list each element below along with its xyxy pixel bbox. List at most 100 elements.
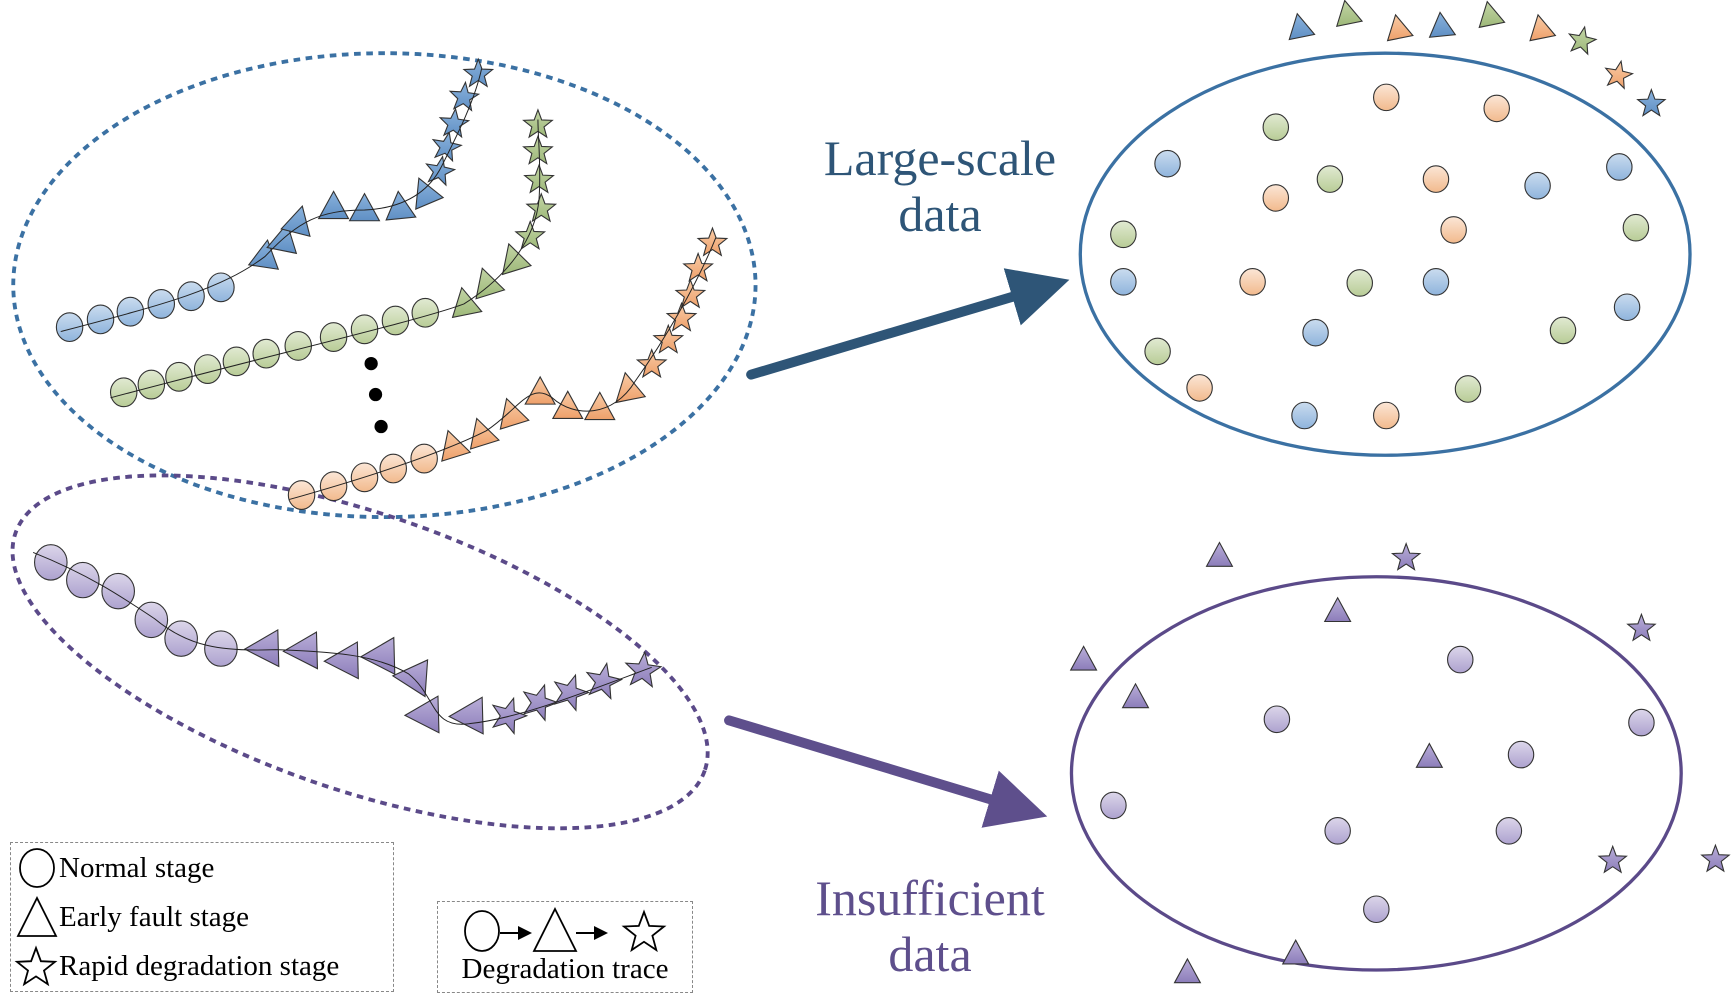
rapid-degradation-marker (674, 278, 707, 309)
early-fault-marker (1415, 742, 1444, 768)
star-icon (14, 945, 58, 987)
rapid-degradation-marker (635, 348, 668, 379)
ellipsis-dots (364, 356, 388, 434)
insufficient-feature-space (1069, 575, 1683, 972)
normal-stage-marker (1110, 220, 1137, 249)
normal-stage-marker (164, 620, 198, 657)
rapid-degradation-marker (425, 155, 457, 187)
normal-stage-marker (1262, 184, 1290, 212)
early-fault-marker (1121, 682, 1150, 709)
normal-stage-marker (1422, 268, 1450, 296)
insufficient-label-line1: Insufficient (815, 870, 1045, 926)
rapid-degradation-marker (448, 80, 481, 112)
arrowhead-icon (518, 926, 532, 940)
trajectory-green (109, 108, 558, 408)
early-fault-marker (1288, 12, 1316, 41)
trajectory-line (60, 68, 483, 333)
normal-stage-marker (101, 572, 136, 610)
normal-stage-marker (287, 480, 316, 510)
normal-stage-marker (1154, 149, 1181, 178)
rapid-degradation-marker (624, 650, 663, 689)
insufficient-group-ellipse (10, 473, 710, 831)
early-fault-marker (359, 636, 396, 676)
early-fault-marker (1478, 0, 1506, 29)
degradation-trace-legend: Degradation trace (437, 901, 693, 993)
star-icon (621, 909, 667, 953)
ellipsis-dot (374, 419, 388, 434)
triangle-icon (532, 906, 578, 952)
normal-stage-marker (204, 630, 238, 667)
stage-legend: Normal stage Early fault stage Rapid deg… (10, 842, 394, 992)
legend-label: Early fault stage (59, 900, 250, 933)
large-scale-arrow (746, 268, 1070, 380)
early-fault-marker (551, 390, 584, 420)
rapid-degradation-marker (522, 683, 560, 722)
normal-stage-marker (1524, 171, 1551, 200)
normal-stage-marker (284, 330, 313, 361)
normal-stage-marker (109, 377, 138, 408)
degradation-trace-icons (464, 906, 667, 953)
trajectory-line (32, 552, 652, 725)
early-fault-marker (583, 391, 616, 421)
large-scale-label-line2: data (898, 186, 982, 242)
early-fault-marker (501, 242, 533, 276)
rapid-degradation-marker (431, 130, 463, 163)
normal-stage-marker (1324, 817, 1351, 845)
large-scale-feature-space (1078, 51, 1692, 457)
normal-stage-marker (1291, 401, 1318, 430)
early-fault-marker (415, 177, 445, 211)
early-fault-marker (441, 429, 472, 462)
normal-stage-marker (1262, 113, 1290, 142)
normal-stage-marker (134, 601, 169, 639)
normal-stage-marker (193, 354, 222, 385)
rapid-degradation-marker (665, 301, 698, 332)
early-fault-marker (499, 397, 530, 430)
normal-stage-marker (379, 453, 407, 484)
normal-stage-marker (1495, 817, 1523, 845)
rapid-degradation-marker (525, 192, 558, 223)
early-fault-marker (447, 696, 484, 735)
early-fault-marker (451, 286, 483, 319)
legend-label: Normal stage (59, 851, 215, 884)
circle-icon (464, 910, 500, 952)
normal-stage-marker (1422, 165, 1450, 193)
rapid-degradation-marker (523, 163, 555, 194)
early-fault-marker (469, 417, 500, 450)
early-fault-marker (243, 628, 280, 668)
normal-stage-marker (1447, 645, 1474, 674)
early-fault-marker (1205, 541, 1234, 567)
trajectory-line (110, 119, 541, 399)
scatter-layer (1069, 0, 1731, 984)
rapid-degradation-marker (522, 134, 554, 165)
normal-stage-marker (1302, 318, 1329, 347)
early-fault-marker (280, 205, 311, 237)
trajectory-line (289, 237, 717, 500)
ellipsis-dot (368, 387, 383, 402)
normal-stage-marker (66, 561, 100, 599)
early-fault-marker (1281, 939, 1310, 965)
normal-stage-marker (1186, 374, 1213, 402)
early-fault-marker (1069, 645, 1098, 671)
triangle-icon (16, 895, 58, 937)
normal-stage-marker (33, 544, 68, 581)
normal-stage-marker (319, 322, 348, 352)
rapid-degradation-marker (682, 251, 714, 283)
legend-item-early-fault: Early fault stage (11, 894, 249, 940)
large-scale-data-label: Large-scale data (790, 130, 1090, 242)
normal-stage-marker (410, 443, 438, 474)
rapid-degradation-marker (696, 226, 729, 257)
early-fault-marker (1335, 0, 1364, 27)
early-fault-marker (1323, 596, 1352, 623)
normal-stage-marker (1454, 375, 1482, 403)
legend-item-normal: Normal stage (11, 845, 214, 891)
early-fault-marker (323, 641, 359, 680)
legend-item-rapid-degradation: Rapid degradation stage (11, 943, 339, 989)
arrowhead-icon (594, 926, 608, 940)
early-fault-marker (1173, 957, 1202, 984)
trajectories-layer (32, 57, 729, 736)
normal-stage-marker (165, 361, 193, 392)
normal-stage-marker (381, 305, 410, 336)
normal-stage-marker (1622, 213, 1650, 242)
large-scale-label-line1: Large-scale (823, 130, 1057, 186)
